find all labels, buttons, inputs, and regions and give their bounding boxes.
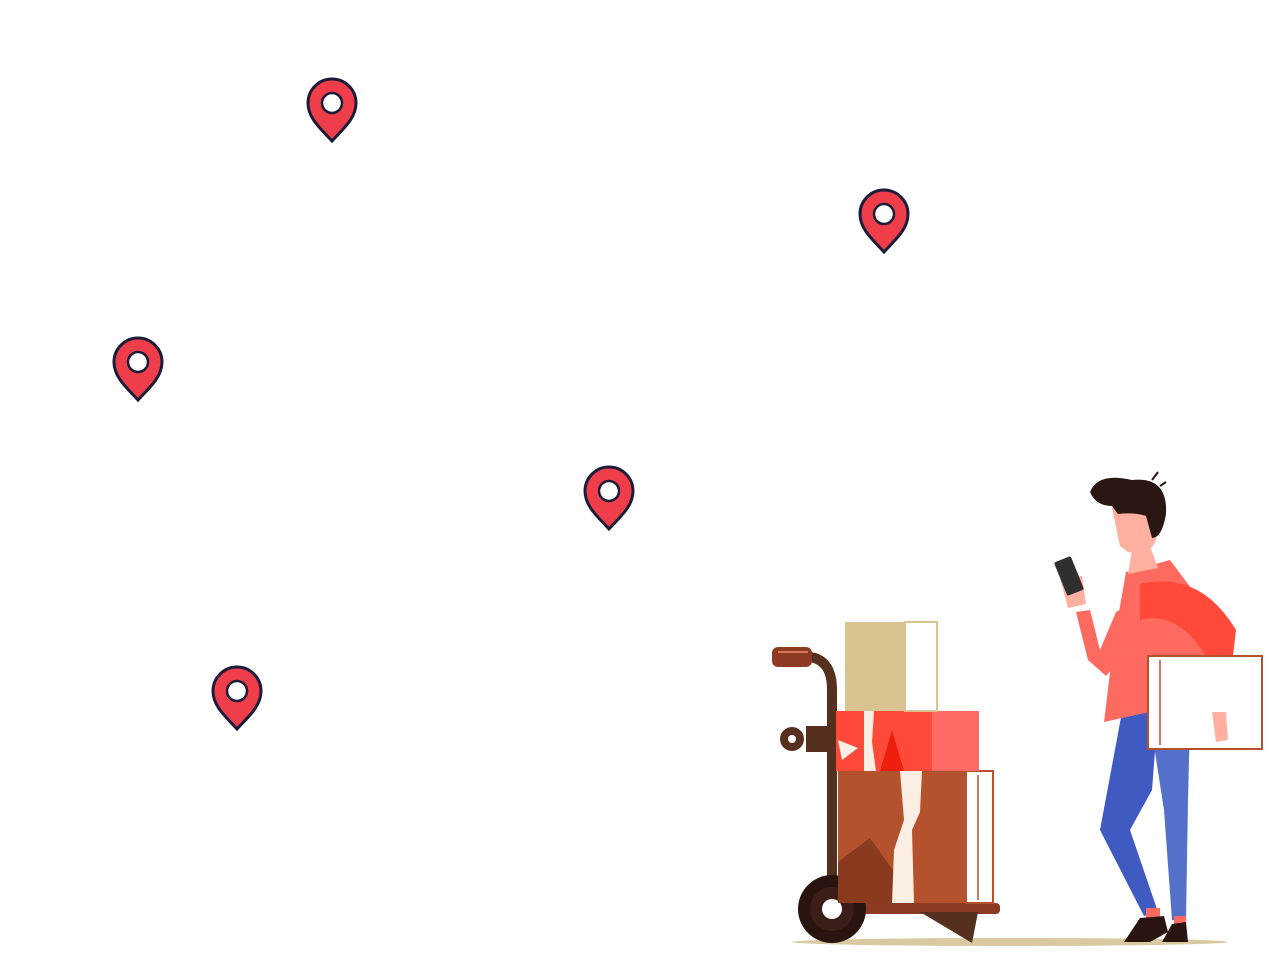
map-pin-icon	[583, 465, 635, 532]
ground-shadow	[792, 938, 1228, 946]
map-pin-icon	[211, 665, 263, 732]
parcel-box-icon	[838, 770, 994, 904]
hand-truck-icon	[772, 647, 1000, 943]
parcel-box-icon	[845, 621, 938, 712]
delivery-person-icon	[1054, 471, 1263, 942]
parcel-box-icon	[836, 711, 979, 771]
map-pin-icon	[306, 77, 358, 144]
map-pin-icon	[112, 336, 164, 403]
smartphone-icon	[1054, 556, 1084, 596]
map-pin-icon	[858, 188, 910, 255]
